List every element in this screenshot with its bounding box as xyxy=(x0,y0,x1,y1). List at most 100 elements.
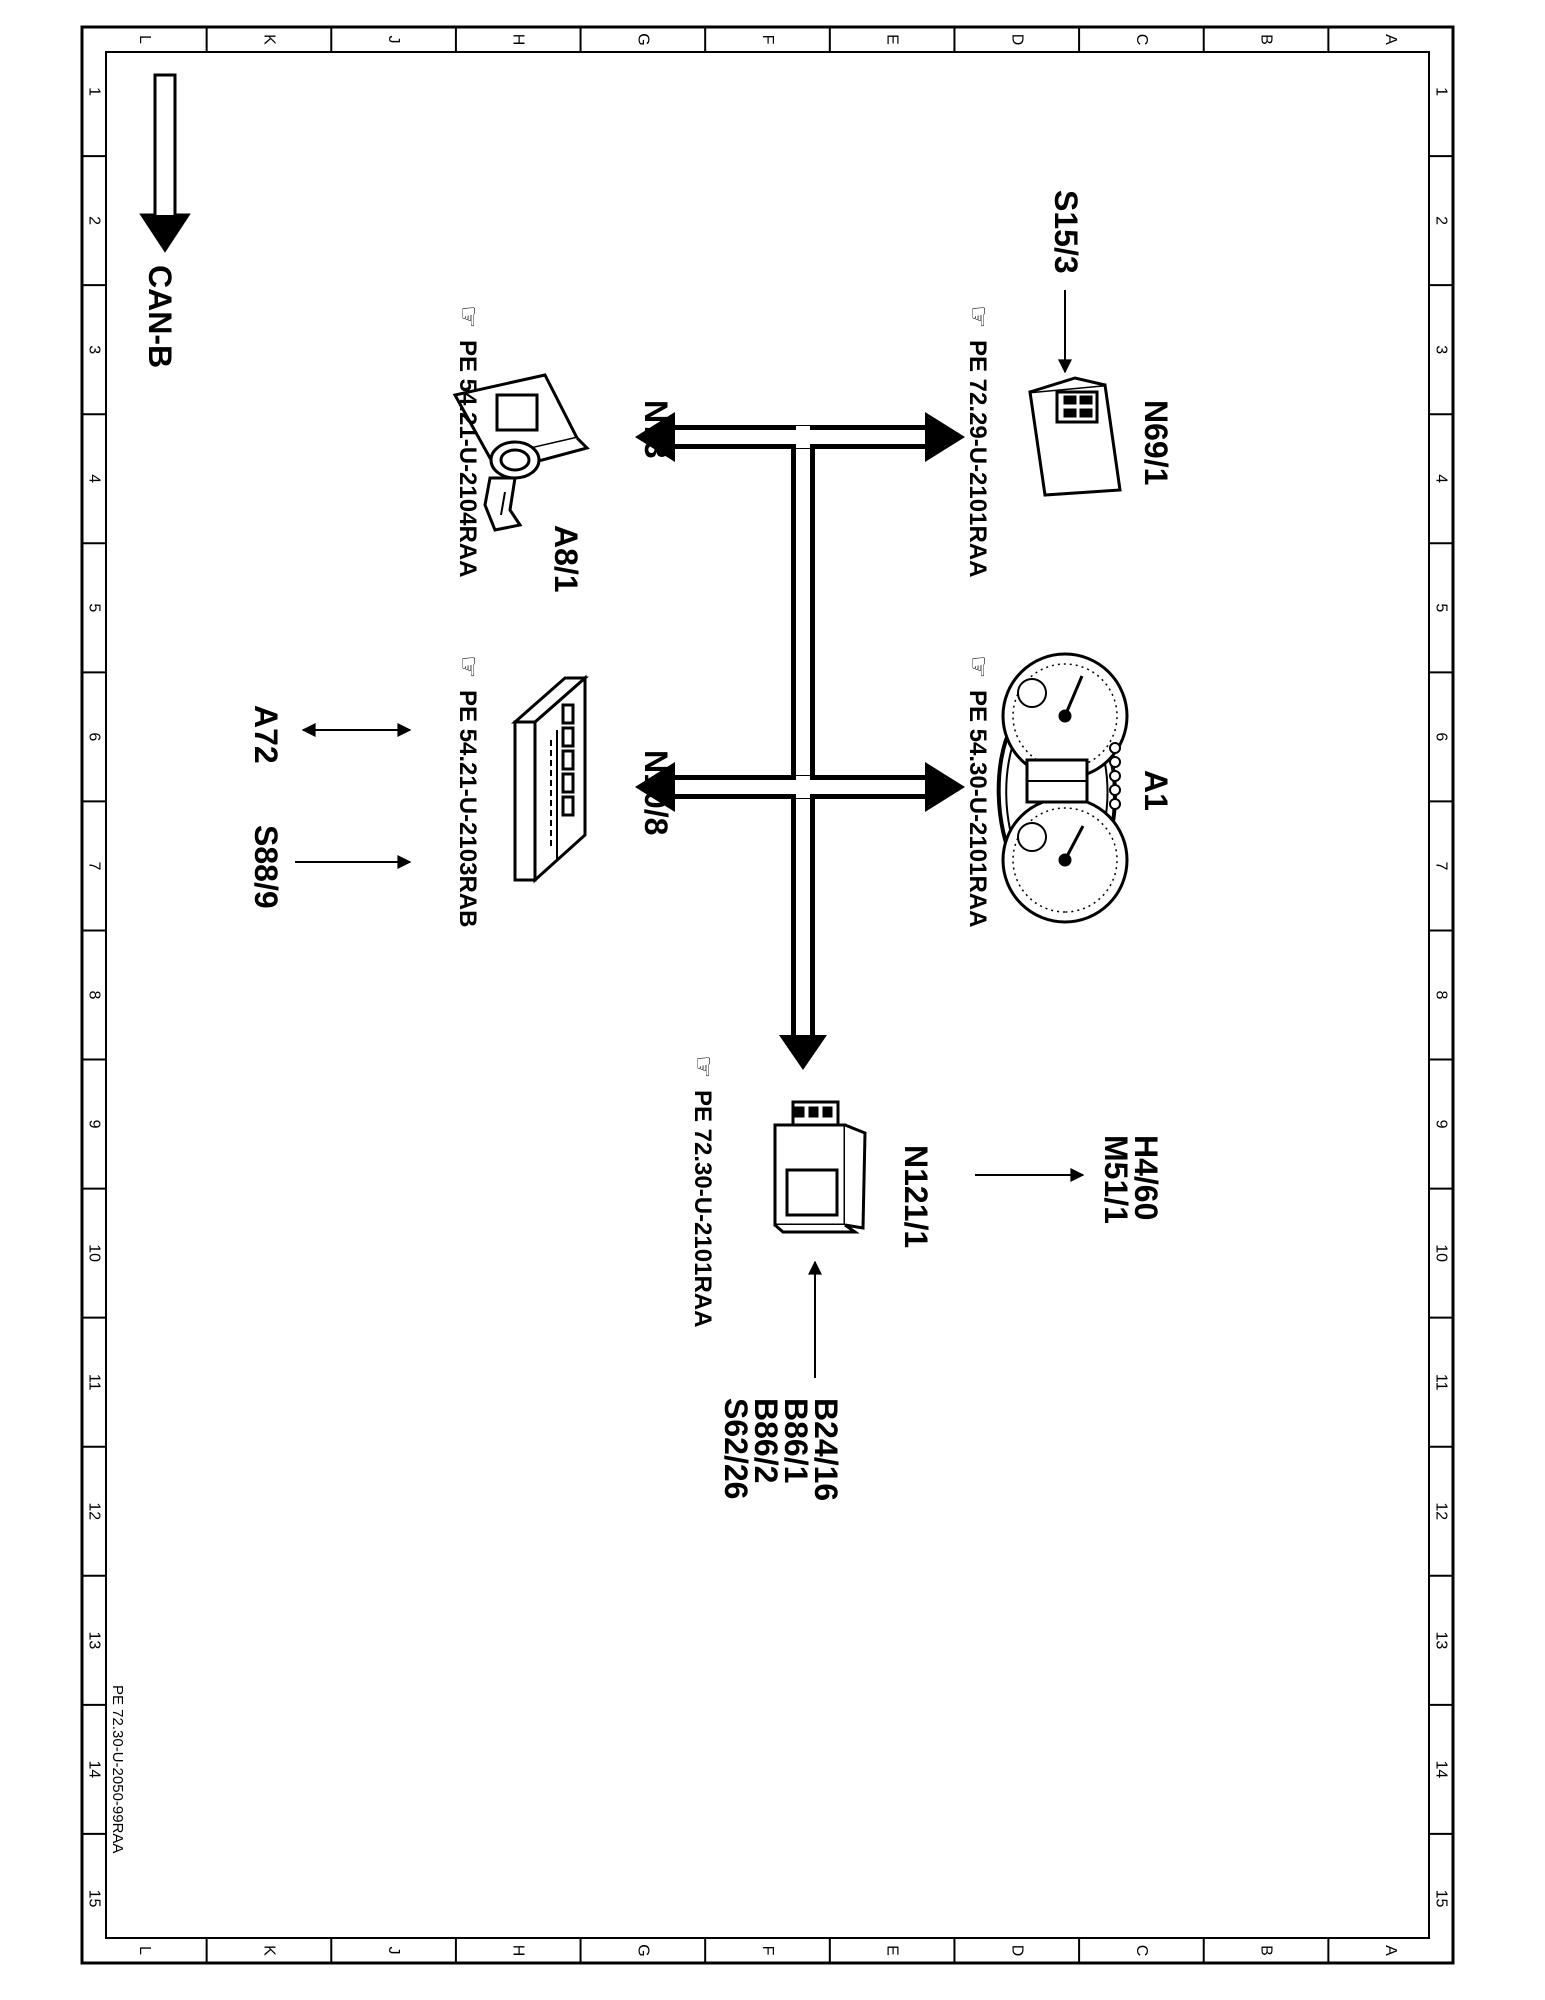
zone-letter-bottom: D xyxy=(1008,1945,1025,1957)
pointing-hand-icon: ☞ xyxy=(964,655,994,678)
zone-number-right: 1 xyxy=(1433,87,1450,96)
inner-frame xyxy=(105,51,1430,1939)
zone-number-right: 6 xyxy=(1433,732,1450,741)
zone-letter-top: J xyxy=(385,36,402,44)
zone-number-left: 2 xyxy=(86,216,103,225)
zone-letter-top: L xyxy=(136,35,153,44)
zone-number-left: 5 xyxy=(86,603,103,612)
n121-1-inputs: B24/16 B86/1 B86/2 S62/26 xyxy=(718,1260,844,1501)
zone-number-right: 9 xyxy=(1433,1120,1450,1129)
n73-sub-label-a8-1: A8/1 xyxy=(548,525,584,593)
n121-1-reference: ☞ PE 72.30-U-2101RAA xyxy=(689,1055,719,1327)
n10-8-label: N10/8 xyxy=(638,750,674,835)
can-b-bus xyxy=(635,412,965,1070)
zone-number-right: 5 xyxy=(1433,603,1450,612)
n121-1-input-s62-26: S62/26 xyxy=(718,1398,754,1499)
a1-indicator-lights-icon xyxy=(1109,742,1121,810)
n121-1-ref-label: PE 72.30-U-2101RAA xyxy=(689,1090,716,1327)
a1-reference: ☞ PE 54.30-U-2101RAA xyxy=(964,655,994,927)
zone-number-left: 9 xyxy=(86,1120,103,1129)
zone-number-right: 3 xyxy=(1433,345,1450,354)
n69-1-module-icon xyxy=(1028,376,1122,497)
zone-letter-bottom: G xyxy=(634,1944,651,1956)
sheet-reference-code: PE 72.30-U-2050-99RAA xyxy=(109,1685,126,1853)
ignition-switch-icon xyxy=(452,373,590,532)
zone-letter-top: F xyxy=(759,35,776,45)
zone-number-right: 14 xyxy=(1433,1761,1450,1779)
zone-number-left: 7 xyxy=(86,861,103,870)
zone-number-right: 2 xyxy=(1433,216,1450,225)
zone-letter-top: H xyxy=(510,34,527,46)
zone-letter-bottom: L xyxy=(136,1946,153,1955)
zone-number-right: 11 xyxy=(1433,1374,1450,1391)
bus-arrow-to-n10-8 xyxy=(635,762,675,812)
zone-letter-bottom: E xyxy=(884,1945,901,1956)
zone-number-left: 13 xyxy=(86,1631,103,1649)
zone-number-right: 12 xyxy=(1433,1502,1450,1520)
zone-number-right: 8 xyxy=(1433,991,1450,1000)
a1-cluster-icon xyxy=(996,652,1129,924)
zone-letter-bottom: F xyxy=(759,1946,776,1956)
component-n10-8: N10/8 ☞ PE 54.21-U-2103RAB A72 S88/9 xyxy=(248,655,674,927)
zone-number-left: 15 xyxy=(86,1890,103,1908)
n10-8-reference: ☞ PE 54.21-U-2103RAB xyxy=(454,655,484,927)
zone-number-right: 15 xyxy=(1433,1890,1450,1908)
zone-number-left: 1 xyxy=(86,87,103,96)
can-b-legend: CAN-B xyxy=(139,73,191,368)
a1-label: A1 xyxy=(1138,770,1174,811)
bus-arrow-to-n121-1 xyxy=(779,1035,827,1070)
component-a1: A1 xyxy=(964,652,1174,927)
n121-1-label: N121/1 xyxy=(898,1145,934,1248)
zone-letter-bottom: A xyxy=(1382,1945,1399,1956)
n121-1-outputs: H4/60 M51/1 xyxy=(975,1135,1164,1224)
zone-letter-top: G xyxy=(634,33,651,45)
pointing-hand-icon: ☞ xyxy=(454,305,484,328)
zone-letter-top: D xyxy=(1008,34,1025,46)
zone-letter-top: B xyxy=(1258,34,1275,45)
n121-1-input-b24-16: B24/16 xyxy=(808,1398,844,1501)
zone-letter-bottom: C xyxy=(1133,1945,1150,1957)
zone-number-right: 10 xyxy=(1433,1244,1450,1262)
sam-module-icon xyxy=(511,674,589,884)
zone-number-left: 14 xyxy=(86,1761,103,1779)
zone-letter-bottom: B xyxy=(1258,1945,1275,1956)
zone-number-left: 12 xyxy=(86,1502,103,1520)
zone-letter-bottom: K xyxy=(260,1945,277,1956)
pointing-hand-icon: ☞ xyxy=(964,305,994,328)
zone-number-left: 8 xyxy=(86,991,103,1000)
bus-arrow-to-n69-1 xyxy=(925,412,965,462)
n69-1-reference: ☞ PE 72.29-U-2101RAA xyxy=(964,305,994,577)
n69-1-ref-label: PE 72.29-U-2101RAA xyxy=(964,340,991,577)
component-n121-1: N121/1 H4/60 M51/1 B24/16 B86/1 B86 xyxy=(689,1055,1164,1501)
n69-1-input-label: S15/3 xyxy=(1048,190,1084,274)
zone-letter-top: C xyxy=(1133,34,1150,46)
n121-1-output-m51-1: M51/1 xyxy=(1098,1135,1134,1224)
zone-letter-top: E xyxy=(884,34,901,45)
zone-number-left: 6 xyxy=(86,732,103,741)
n121-1-module-icon xyxy=(773,1100,867,1234)
n121-1-output-h4-60: H4/60 xyxy=(1128,1135,1164,1220)
n69-1-label: N69/1 xyxy=(1138,400,1174,485)
n10-8-a72-label: A72 xyxy=(248,705,284,764)
can-b-label: CAN-B xyxy=(142,265,178,368)
pointing-hand-icon: ☞ xyxy=(689,1055,719,1078)
n10-8-ref-label: PE 54.21-U-2103RAB xyxy=(454,690,481,927)
n121-1-input-b86-1: B86/1 xyxy=(778,1398,814,1483)
zone-number-right: 4 xyxy=(1433,474,1450,483)
a1-ref-label: PE 54.30-U-2101RAA xyxy=(964,690,991,927)
zone-number-left: 4 xyxy=(86,474,103,483)
zone-number-left: 3 xyxy=(86,345,103,354)
zone-number-right: 7 xyxy=(1433,861,1450,870)
n73-ref-label: PE 54.21-U-2104RAA xyxy=(454,340,481,577)
n73-label: N73 xyxy=(638,400,674,459)
n10-8-s88-9-label: S88/9 xyxy=(248,825,284,909)
n73-reference: ☞ PE 54.21-U-2104RAA xyxy=(454,305,484,577)
zone-number-left: 10 xyxy=(86,1244,103,1262)
zone-number-left: 11 xyxy=(86,1374,103,1391)
diagram-content: CAN-B xyxy=(109,73,1174,1853)
component-n73: N73 A8/1 ☞ PE 54.21-U-2104RAA xyxy=(452,305,674,593)
zone-letter-bottom: H xyxy=(510,1945,527,1957)
zone-letter-top: K xyxy=(260,34,277,45)
